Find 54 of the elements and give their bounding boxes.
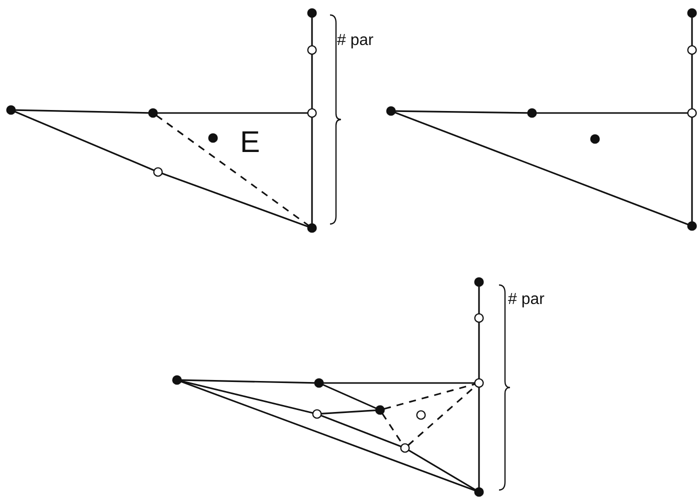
- line-segment: [478, 387, 480, 488]
- line-segment: [408, 449, 476, 491]
- filled-point: [307, 223, 317, 233]
- line-segment: [180, 380, 314, 414]
- filled-point: [687, 221, 697, 231]
- dashed-line: [384, 383, 476, 410]
- line-segment: [394, 112, 688, 226]
- open-point: [474, 378, 484, 388]
- filled-point: [687, 8, 697, 18]
- line-segment: [311, 17, 313, 46]
- region-label: E: [240, 128, 260, 158]
- filled-point: [375, 405, 385, 415]
- line-segment: [180, 380, 476, 492]
- filled-point: [474, 487, 484, 497]
- line-segment: [181, 379, 315, 384]
- line-segment: [157, 112, 308, 114]
- filled-point: [527, 108, 537, 118]
- open-point: [474, 313, 484, 323]
- line-segment: [311, 54, 313, 109]
- open-point: [153, 167, 163, 177]
- filled-point: [6, 105, 16, 115]
- line-segment: [15, 109, 149, 114]
- filled-point: [314, 378, 324, 388]
- line-segment: [322, 384, 376, 410]
- bracket-label: # par: [337, 33, 374, 49]
- line-segment: [321, 409, 376, 415]
- open-point: [687, 45, 697, 55]
- open-point: [307, 45, 317, 55]
- line-segment: [320, 414, 402, 448]
- line-segment: [691, 54, 693, 109]
- filled-point: [208, 133, 218, 143]
- open-point: [307, 108, 317, 118]
- open-point: [400, 443, 410, 453]
- dashed-line: [156, 114, 310, 226]
- open-point: [687, 108, 697, 118]
- filled-point: [386, 106, 396, 116]
- line-segment: [478, 322, 480, 379]
- line-segment: [536, 112, 688, 114]
- line-segment: [311, 117, 313, 224]
- open-point: [312, 409, 322, 419]
- line-segment: [395, 110, 528, 114]
- open-point: [416, 410, 426, 420]
- filled-point: [172, 375, 182, 385]
- line-segment: [691, 17, 693, 46]
- filled-point: [148, 108, 158, 118]
- line-segment: [691, 117, 693, 222]
- bracket-label: # par: [508, 292, 544, 308]
- filled-point: [307, 8, 317, 18]
- line-segment: [14, 110, 154, 172]
- filled-point: [590, 134, 600, 144]
- line-segment: [323, 382, 475, 384]
- filled-point: [474, 277, 484, 287]
- line-segment: [478, 286, 480, 314]
- line-segment: [162, 172, 308, 228]
